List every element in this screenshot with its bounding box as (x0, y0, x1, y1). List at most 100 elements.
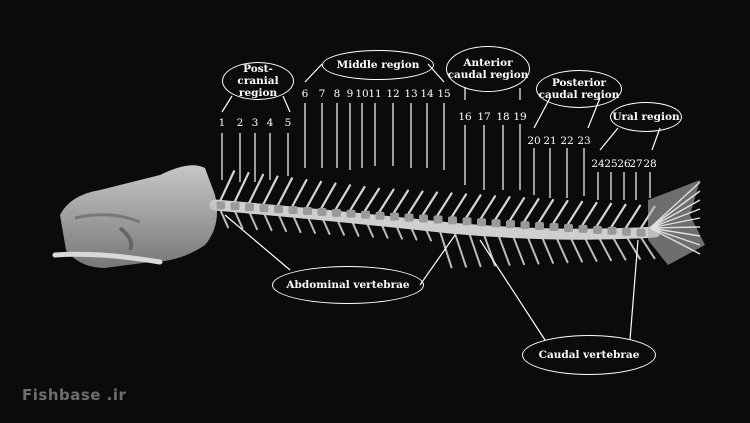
vertebra-centrum (607, 226, 617, 235)
fin-ray (649, 199, 701, 229)
fin-ray (649, 190, 701, 229)
vertebra-number-20: 20 (527, 135, 541, 147)
vertebra-centrum (375, 211, 385, 220)
vertebra-centrum (448, 216, 457, 225)
vertebra-centrum (593, 225, 602, 234)
vertebra-centrum (520, 221, 530, 230)
vertebra-number-11: 11 (368, 88, 382, 100)
vertebra-centrum (259, 204, 269, 213)
ural-region-label: Ural region (610, 102, 682, 132)
vertebra-centrum (390, 212, 399, 221)
neural-spine (610, 203, 627, 228)
vertebra-number-24: 24 (591, 158, 605, 170)
vertebra-centrum (332, 208, 341, 217)
vertebra-number-5: 5 (284, 117, 292, 129)
vertebra-centrum (477, 218, 486, 227)
neural-spine (537, 198, 555, 224)
fin-ray (649, 227, 701, 237)
post-cranial-region-label: Post-cranial region (222, 62, 294, 100)
vertebra-number-7: 7 (318, 88, 326, 100)
neural-spine (421, 191, 439, 216)
vertebra-centrum (274, 205, 283, 214)
vertebra-number-19: 19 (513, 111, 527, 123)
vertebra-centrum (288, 206, 298, 215)
vertebra-centrum (433, 215, 443, 224)
neural-spine (595, 202, 613, 227)
vertebra-number-2: 2 (236, 117, 244, 129)
posterior-caudal-region-label: Posterior caudal region (536, 70, 622, 108)
vertebra-number-28: 28 (643, 158, 657, 170)
neural-spine (450, 193, 468, 218)
neural-spine (334, 184, 352, 210)
vertebra-number-27: 27 (629, 158, 643, 170)
vertebra-centrum (361, 210, 370, 219)
rib (625, 234, 641, 260)
caudal-vertebrae-label: Caudal vertebrae (522, 335, 656, 375)
vertebra-centrum (491, 219, 501, 228)
neural-spine (349, 185, 366, 211)
vertebra-number-21: 21 (543, 135, 557, 147)
neural-spine (436, 192, 453, 217)
neural-spine (218, 170, 236, 203)
rib (262, 211, 273, 232)
fin-ray (649, 227, 701, 255)
vertebra-centrum (578, 224, 588, 233)
vertebra-number-23: 23 (577, 135, 591, 147)
abdominal-vertebrae-label: Abdominal vertebrae (272, 266, 424, 304)
vertebra-centrum (245, 203, 254, 212)
vertebra-number-4: 4 (266, 117, 274, 129)
vertebra-centrum (346, 209, 356, 218)
vertebra-centrum (549, 223, 559, 232)
neural-spine (305, 180, 323, 209)
vertebra-centrum (317, 207, 327, 216)
neural-spine (581, 201, 598, 226)
vertebra-centrum (419, 214, 428, 223)
vertebra-number-8: 8 (333, 88, 341, 100)
vertebra-number-14: 14 (420, 88, 434, 100)
neural-spine (479, 195, 497, 220)
vertebra-number-15: 15 (437, 88, 451, 100)
neural-spine (624, 204, 642, 229)
vertebra-number-13: 13 (404, 88, 418, 100)
neural-spine (508, 197, 526, 222)
fin-ray (649, 208, 701, 229)
neural-spine (494, 196, 511, 221)
fin-ray (649, 181, 701, 229)
neural-spine (523, 198, 540, 223)
neural-spine (276, 177, 294, 207)
middle-region-label: Middle region (322, 50, 434, 80)
neural-spine (552, 199, 569, 225)
neural-spine (320, 182, 337, 210)
neural-spine (363, 187, 381, 212)
vertebra-centrum (506, 220, 515, 229)
vertebra-centrum (622, 227, 631, 236)
vertebra-number-3: 3 (251, 117, 259, 129)
vertebra-number-10: 10 (355, 88, 369, 100)
neural-spine (291, 178, 308, 208)
fin-ray (649, 227, 701, 246)
fin-ray (649, 217, 701, 229)
neural-spine (407, 190, 424, 215)
vertebra-number-18: 18 (496, 111, 510, 123)
vertebra-number-22: 22 (560, 135, 574, 147)
neural-spine (262, 175, 279, 206)
watermark-text: Fishbase .ir (22, 386, 127, 404)
fin-ray (649, 226, 701, 229)
vertebra-number-26: 26 (617, 158, 631, 170)
neural-spine (378, 188, 395, 213)
neural-spine (392, 189, 410, 214)
rib (248, 210, 258, 231)
vertebra-centrum (564, 223, 573, 232)
vertebra-centrum (462, 217, 472, 226)
rib (639, 235, 656, 260)
vertebra-number-16: 16 (458, 111, 472, 123)
vertebra-centrum (636, 228, 646, 237)
neural-spine (247, 173, 265, 205)
vertebra-centrum (216, 201, 225, 210)
vertebra-number-12: 12 (386, 88, 400, 100)
rib (233, 209, 244, 230)
vertebra-number-17: 17 (477, 111, 491, 123)
anterior-caudal-region-label: Anterior caudal region (446, 46, 530, 92)
vertebra-number-1: 1 (218, 117, 226, 129)
